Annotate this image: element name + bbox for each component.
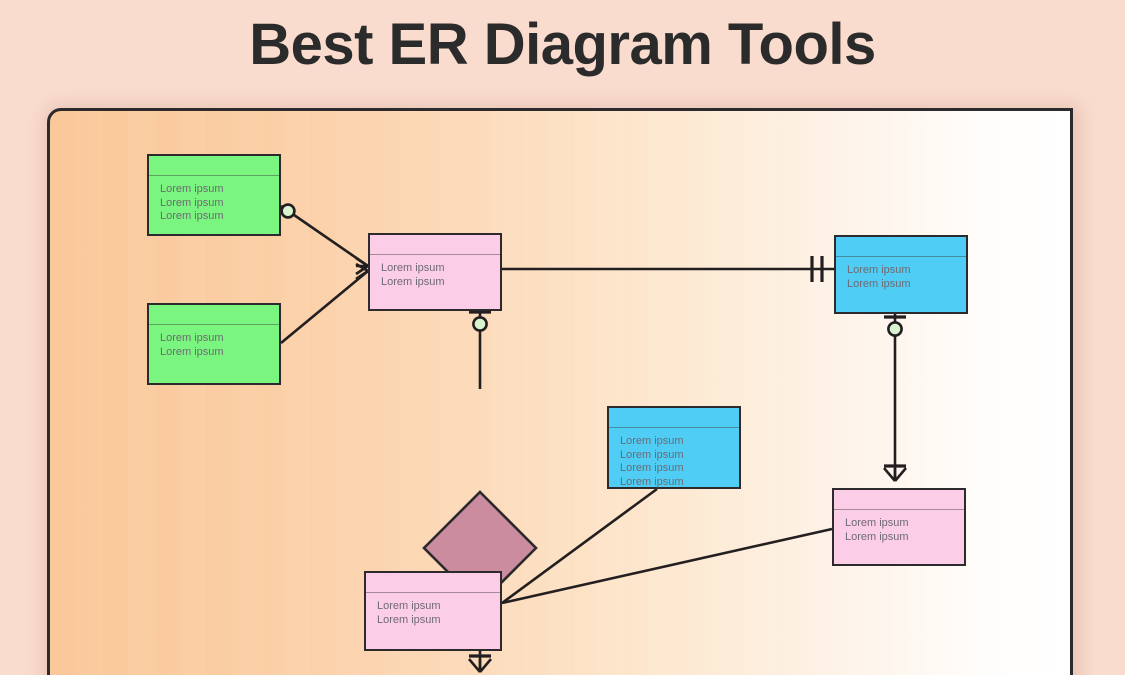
conn-pink-bottom-to-pink-right — [501, 527, 833, 605]
attribute-row: Lorem ipsum — [160, 210, 224, 223]
entity-body: Lorem ipsum Lorem ipsum — [370, 255, 500, 309]
entity-body: Lorem ipsum Lorem ipsum — [836, 257, 966, 312]
attribute-row: Lorem ipsum — [160, 332, 224, 344]
entity-pink-center[interactable]: Lorem ipsum Lorem ipsum — [368, 233, 502, 311]
entity-pink-bottom[interactable]: Lorem ipsum Lorem ipsum — [364, 571, 502, 651]
entity-blue-middle[interactable]: Lorem ipsum Lorem ipsum Lorem ipsum Lore… — [607, 406, 741, 489]
entity-header — [149, 305, 279, 325]
attribute-row: Lorem ipsum — [160, 196, 224, 209]
conn-blue-right-to-pink-right — [883, 314, 907, 482]
attribute-row: Lorem ipsum — [381, 262, 445, 274]
attribute-row: Lorem ipsum — [377, 600, 441, 612]
entity-body: Lorem ipsum Lorem ipsum — [149, 325, 279, 383]
entity-body: Lorem ipsum Lorem ipsum — [834, 510, 964, 564]
attribute-row: Lorem ipsum — [620, 462, 684, 475]
entity-header — [834, 490, 964, 510]
entity-header — [836, 237, 966, 257]
attribute-row: Lorem ipsum — [847, 264, 911, 276]
conn-center-to-blue-right — [502, 256, 834, 282]
entity-pink-right[interactable]: Lorem ipsum Lorem ipsum — [832, 488, 966, 566]
attribute-row: Lorem ipsum — [160, 345, 224, 358]
attribute-row: Lorem ipsum — [160, 183, 224, 195]
title-bar: Best ER Diagram Tools — [0, 0, 1125, 90]
entity-header — [609, 408, 739, 428]
entity-blue-right[interactable]: Lorem ipsum Lorem ipsum — [834, 235, 968, 314]
attribute-row: Lorem ipsum — [620, 475, 684, 488]
conn-green-top-to-center — [280, 203, 369, 276]
entity-header — [149, 156, 279, 176]
attribute-row: Lorem ipsum — [845, 530, 909, 543]
entity-green-top[interactable]: Lorem ipsum Lorem ipsum Lorem ipsum — [147, 154, 281, 236]
diagram-canvas[interactable]: Lorem ipsum Lorem ipsum Lorem ipsum Lore… — [47, 108, 1073, 675]
page-title: Best ER Diagram Tools — [249, 12, 876, 77]
attribute-row: Lorem ipsum — [847, 277, 911, 290]
attribute-row: Lorem ipsum — [845, 517, 909, 529]
attribute-row: Lorem ipsum — [620, 435, 684, 447]
entity-body: Lorem ipsum Lorem ipsum — [366, 593, 500, 649]
entity-header — [370, 235, 500, 255]
entity-green-bottom[interactable]: Lorem ipsum Lorem ipsum — [147, 303, 281, 385]
entity-header — [366, 573, 500, 593]
conn-green-bottom-to-center — [280, 262, 369, 345]
conn-pink-bottom-to-blue-middle — [501, 487, 658, 605]
attribute-row: Lorem ipsum — [377, 613, 441, 626]
conn-center-to-diamond — [469, 307, 491, 389]
entity-body: Lorem ipsum Lorem ipsum Lorem ipsum Lore… — [609, 428, 739, 489]
attribute-row: Lorem ipsum — [620, 448, 684, 461]
attribute-row: Lorem ipsum — [381, 275, 445, 288]
entity-body: Lorem ipsum Lorem ipsum Lorem ipsum — [149, 176, 279, 234]
